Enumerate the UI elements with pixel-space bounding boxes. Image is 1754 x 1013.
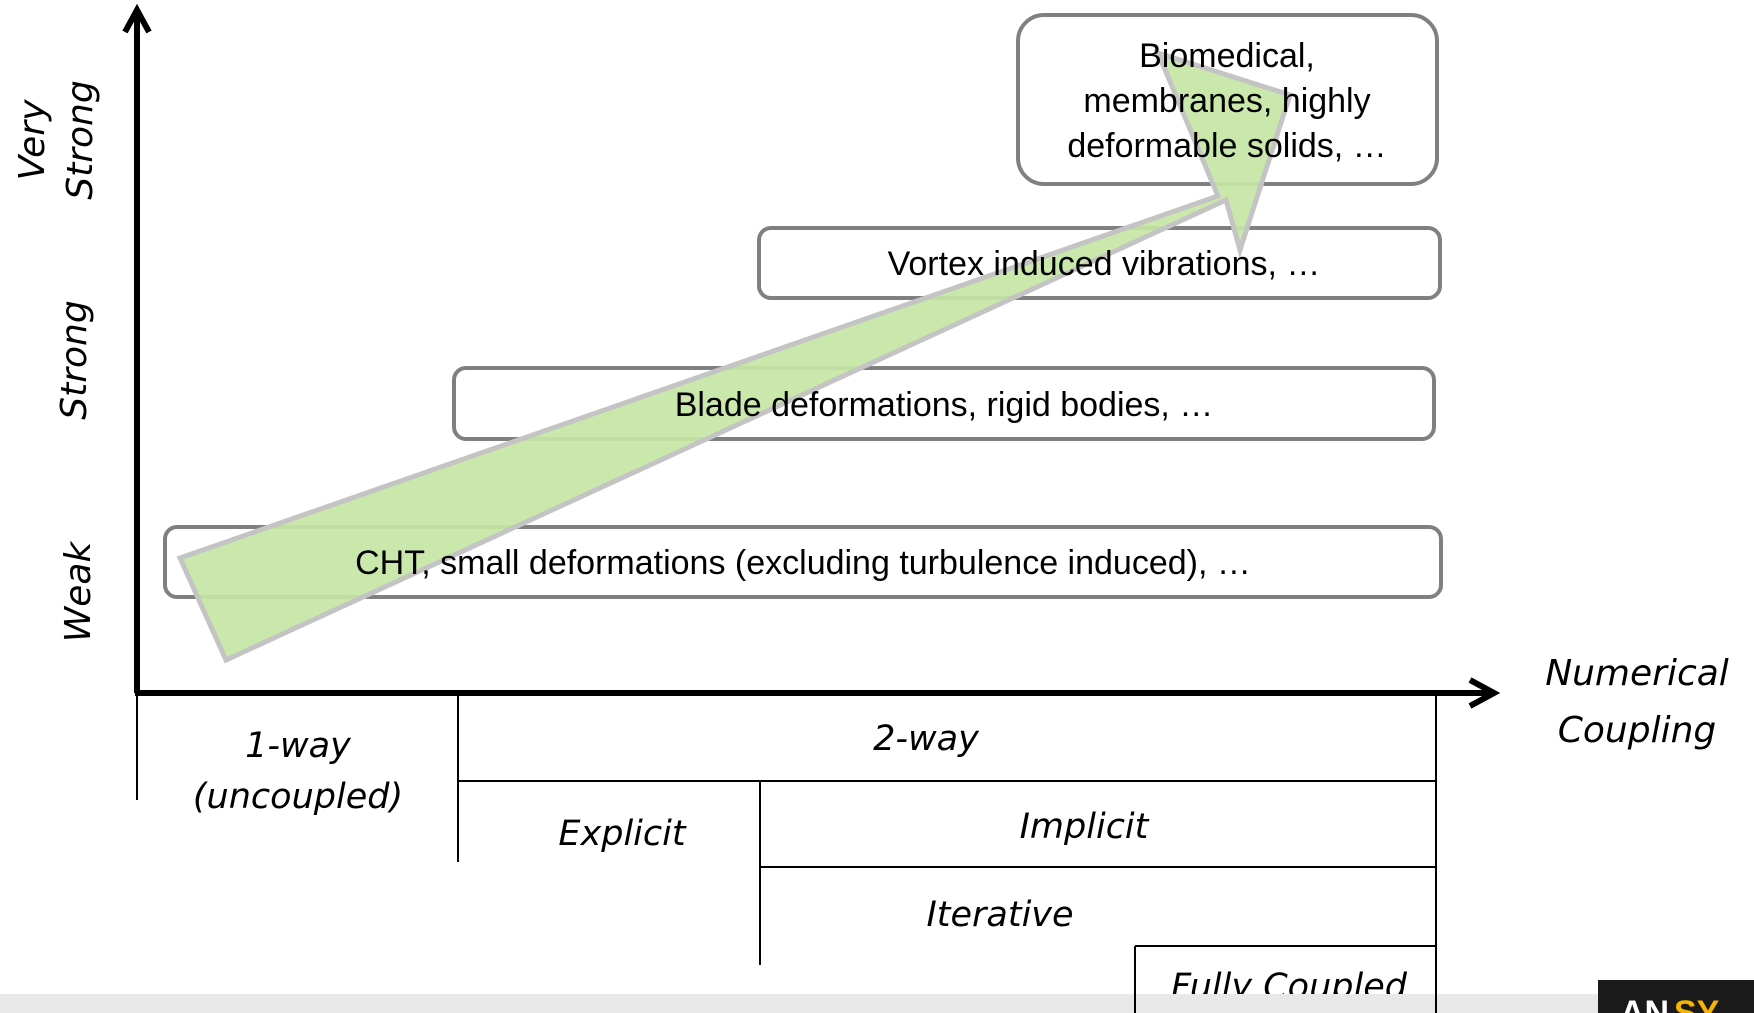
very-strong-case-text-line1: Biomedical, (1139, 37, 1315, 75)
very-strong-case-text-line2: membranes, highly (1083, 82, 1370, 120)
scheme-explicit: Explicit (558, 814, 686, 854)
y-axis-arrowhead (122, 3, 152, 34)
strong-case-text: Blade deformations, rigid bodies, … (675, 386, 1214, 424)
logo-background (1598, 980, 1754, 1013)
x-axis-arrowhead (1468, 677, 1501, 709)
x-axis-label-line2: Coupling (1558, 710, 1717, 751)
vortex-case-text: Vortex induced vibrations, … (888, 245, 1321, 283)
weak-case-box (163, 525, 1443, 599)
weak-case-text: CHT, small deformations (excluding turbu… (355, 544, 1251, 582)
ansys-logo: AN SY (1598, 980, 1754, 1013)
vortex-case-box (757, 226, 1442, 300)
coupling-trend-arrow (176, 48, 1294, 664)
logo-text-dark: AN (1620, 994, 1669, 1013)
scheme-one-way-line1: 1-way (245, 726, 352, 766)
logo-text-accent: SY (1674, 994, 1720, 1013)
footer-band (0, 994, 1754, 1013)
y-level-weak: Weak (58, 540, 99, 643)
x-axis-label-line1: Numerical (1545, 653, 1729, 694)
scheme-iterative: Iterative (926, 895, 1073, 935)
very-strong-case-text-line3: deformable solids, … (1067, 127, 1386, 165)
scheme-two-way: 2-way (873, 719, 980, 759)
y-level-very-strong-line1: Very (12, 99, 53, 180)
scheme-one-way-line2: (uncoupled) (193, 777, 403, 817)
y-level-strong: Strong (54, 300, 95, 419)
y-level-very-strong-line2: Strong (60, 80, 101, 199)
scheme-implicit: Implicit (1020, 807, 1150, 847)
